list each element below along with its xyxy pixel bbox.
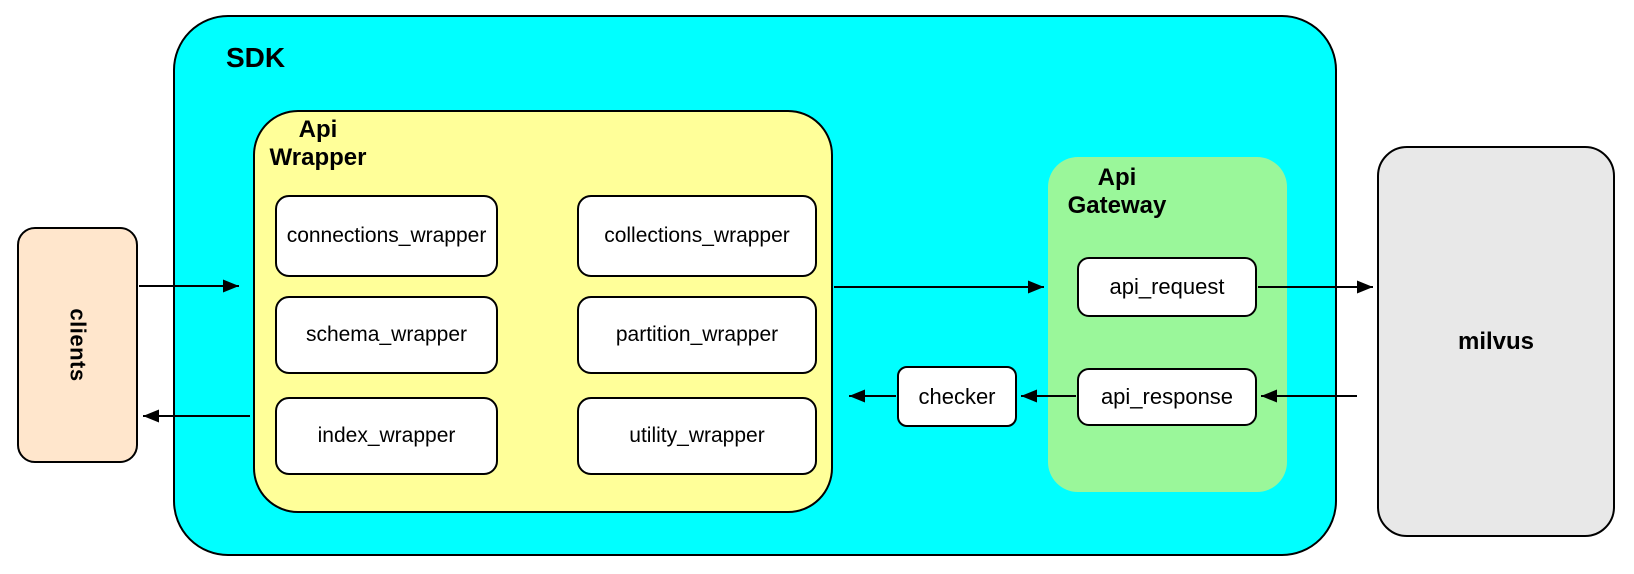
node-index-wrapper: index_wrapper: [275, 397, 498, 475]
node-schema-wrapper: schema_wrapper: [275, 296, 498, 374]
node-partition-wrapper: partition_wrapper: [577, 296, 817, 374]
node-checker: checker: [897, 366, 1017, 427]
node-api-response: api_response: [1077, 368, 1257, 426]
node-clients: clients: [17, 227, 138, 463]
api-gateway-container: [1048, 157, 1287, 492]
api-gateway-label-line1: Api: [1097, 164, 1137, 191]
api-gateway-label: Api Gateway: [1037, 164, 1197, 220]
api-wrapper-label-line1: Api: [298, 116, 338, 143]
api-gateway-label-line2: Gateway: [1067, 192, 1167, 219]
node-connections-wrapper: connections_wrapper: [275, 195, 498, 277]
sdk-label: SDK: [226, 42, 286, 73]
node-milvus: milvus: [1377, 146, 1615, 537]
clients-label: clients: [65, 308, 91, 382]
node-collections-wrapper: collections_wrapper: [577, 195, 817, 277]
node-api-request: api_request: [1077, 257, 1257, 317]
node-utility-wrapper: utility_wrapper: [577, 397, 817, 475]
api-wrapper-label-line2: Wrapper: [269, 144, 367, 171]
api-wrapper-label: Api Wrapper: [233, 116, 403, 172]
